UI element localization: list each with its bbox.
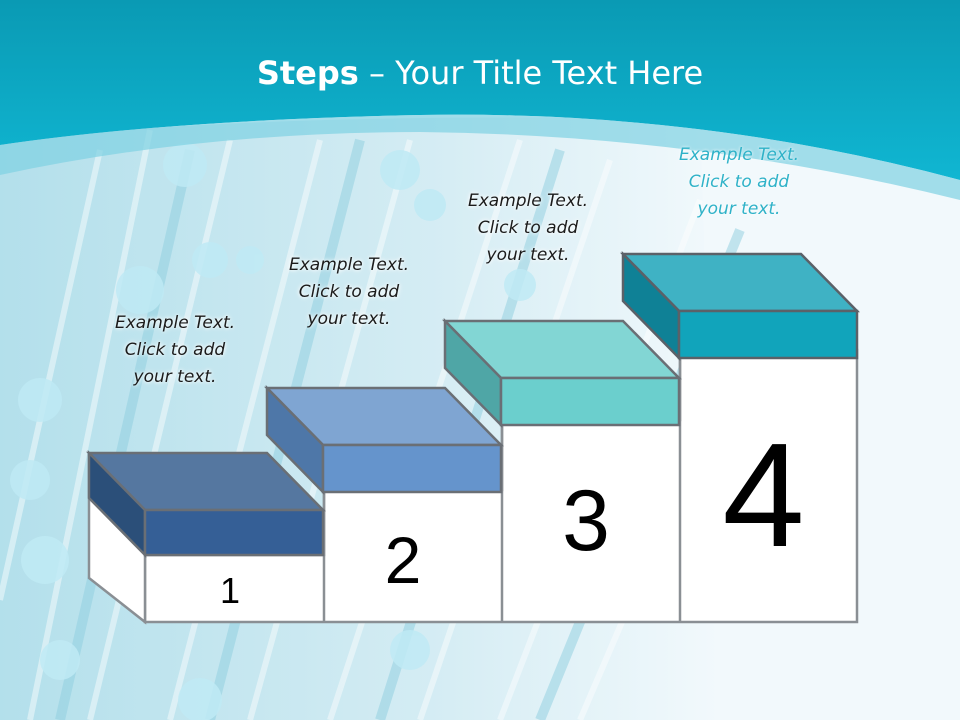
caption-line: Example Text. [467,191,589,211]
caption-line: Click to add [688,172,790,192]
step-3-front [499,376,681,427]
caption-line: your text. [697,199,781,219]
step-1-caption[interactable]: Example Text. Click to add your text. [90,310,260,391]
step-4-block[interactable] [620,250,860,362]
page-title: Steps – Your Title Text Here [0,54,960,92]
step-4-number: 4 [722,413,805,578]
header-swoosh [0,114,960,200]
caption-line: your text. [307,309,391,329]
step-3-number: 3 [562,473,610,569]
caption-line: your text. [486,245,570,265]
caption-line: Example Text. [288,255,410,275]
step-3-block[interactable] [442,317,682,429]
step-3-caption[interactable]: Example Text. Click to add your text. [443,188,613,269]
step-2-number: 2 [384,523,422,597]
step-1-block[interactable] [86,449,326,559]
step-1-front [143,508,325,557]
step-4-caption[interactable]: Example Text. Click to add your text. [654,142,824,223]
caption-line: Example Text. [114,313,236,333]
step-4-front [677,309,859,360]
caption-line: Click to add [477,218,579,238]
header-band [0,0,960,180]
caption-line: Example Text. [678,145,800,165]
step-2-caption[interactable]: Example Text. Click to add your text. [264,252,434,333]
step-2-block[interactable] [264,384,504,496]
step-2-front [321,443,503,494]
caption-line: Click to add [124,340,226,360]
caption-line: your text. [133,367,217,387]
title-rest: – Your Title Text Here [358,54,704,92]
step-1-number: 1 [219,570,241,611]
title-bold: Steps [256,54,359,92]
caption-line: Click to add [298,282,400,302]
